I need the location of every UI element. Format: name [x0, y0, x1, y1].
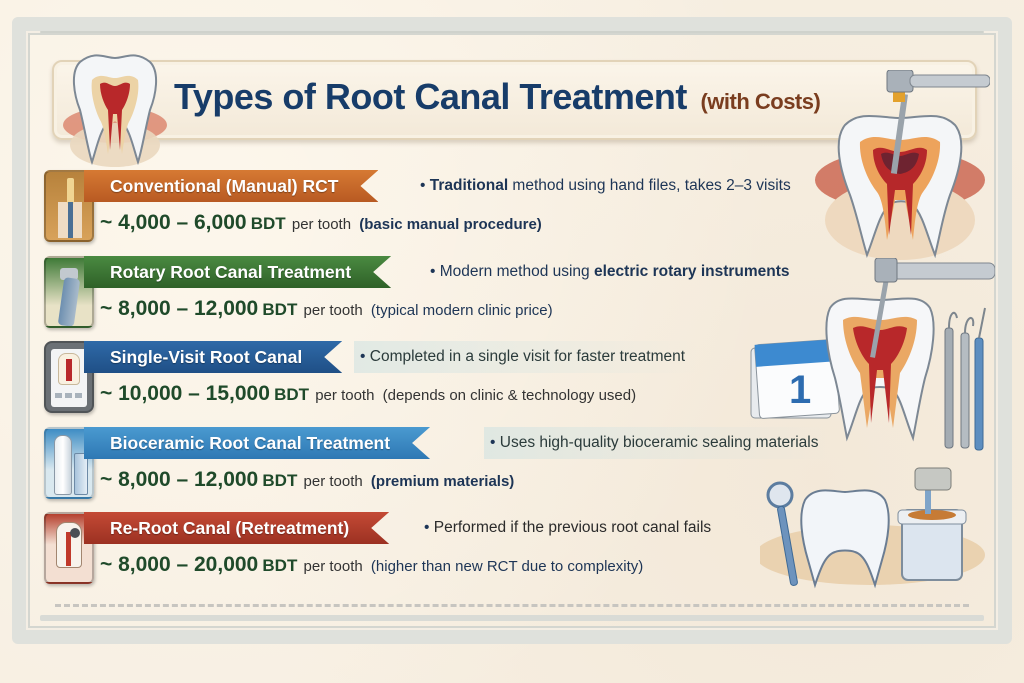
- treatment-price-line: ~ 8,000 – 12,000 BDT per tooth (typical …: [100, 294, 553, 324]
- price-unit: per tooth: [315, 387, 375, 404]
- bioceramic-vials-icon: [44, 427, 94, 499]
- price-range: ~ 10,000 – 15,000: [100, 382, 270, 405]
- price-range: ~ 8,000 – 12,000: [100, 297, 259, 320]
- price-note: (premium materials): [370, 473, 515, 490]
- bullet: •: [420, 177, 426, 194]
- bullet: •: [430, 263, 436, 280]
- price-note: (basic manual procedure): [359, 216, 542, 233]
- description-bold: Traditional: [429, 177, 509, 194]
- price-unit: per tooth: [303, 558, 363, 575]
- treatment-name-ribbon: Rotary Root Canal Treatment: [84, 256, 391, 288]
- treatment-description: • Modern method using electric rotary in…: [424, 256, 802, 288]
- title-subtitle: (with Costs): [700, 89, 821, 114]
- treatment-name-ribbon: Bioceramic Root Canal Treatment: [84, 427, 430, 459]
- currency: BDT: [262, 300, 298, 319]
- description-text: method using hand files, takes 2–3 visit…: [508, 177, 791, 194]
- treatment-row-retreatment: Re-Root Canal (Retreatment) • Performed …: [44, 508, 764, 588]
- price-note: (depends on clinic & technology used): [382, 387, 637, 404]
- treatment-row-single-visit: Single-Visit Root Canal • Completed in a…: [44, 337, 764, 417]
- description-text: Uses high-quality bioceramic sealing mat…: [499, 434, 819, 451]
- tooth-drill-illustration-icon: [815, 70, 990, 260]
- treatment-name: Re-Root Canal (Retreatment): [110, 518, 350, 538]
- currency: BDT: [262, 471, 298, 490]
- dental-instruments-icon: [944, 307, 986, 451]
- material-jar-icon: [897, 467, 967, 581]
- description-text: Completed in a single visit for faster t…: [369, 348, 686, 365]
- treatment-row-conventional: Conventional (Manual) RCT • Traditional …: [44, 166, 791, 246]
- title-main: Types of Root Canal Treatment: [174, 76, 687, 117]
- treatment-description: • Performed if the previous root canal f…: [418, 512, 723, 544]
- treatment-name: Bioceramic Root Canal Treatment: [110, 433, 391, 453]
- decorative-frame: [12, 17, 1012, 644]
- price-unit: per tooth: [303, 302, 363, 319]
- treatment-price-line: ~ 8,000 – 20,000 BDT per tooth (higher t…: [100, 550, 643, 580]
- treatment-name-ribbon: Re-Root Canal (Retreatment): [84, 512, 389, 544]
- price-note: (typical modern clinic price): [370, 302, 553, 319]
- treatment-row-bioceramic: Bioceramic Root Canal Treatment • Uses h…: [44, 423, 831, 503]
- currency: BDT: [274, 385, 310, 404]
- treatment-description: • Traditional method using hand files, t…: [414, 170, 803, 202]
- price-range: ~ 8,000 – 12,000: [100, 468, 259, 491]
- bullet: •: [424, 519, 430, 536]
- treatment-name-ribbon: Single-Visit Root Canal: [84, 341, 342, 373]
- treatment-name: Conventional (Manual) RCT: [110, 176, 339, 196]
- treatment-price-line: ~ 10,000 – 15,000 BDT per tooth (depends…: [100, 379, 636, 409]
- dashed-divider: [55, 604, 969, 607]
- hand-file-icon: [44, 170, 94, 242]
- dental-mirror-icon: [766, 481, 798, 586]
- treatment-name: Single-Visit Root Canal: [110, 347, 303, 367]
- rotary-handpiece-icon: [44, 256, 94, 328]
- treatment-price-line: ~ 4,000 – 6,000 BDT per tooth (basic man…: [100, 208, 542, 238]
- currency: BDT: [262, 556, 298, 575]
- calendar-icon: 1: [750, 339, 840, 419]
- svg-text:1: 1: [789, 368, 811, 412]
- treatment-name-ribbon: Conventional (Manual) RCT: [84, 170, 378, 202]
- treatment-description: • Uses high-quality bioceramic sealing m…: [484, 427, 831, 459]
- treatment-name: Rotary Root Canal Treatment: [110, 262, 352, 282]
- tooth-cross-section-icon: [63, 54, 167, 167]
- treatment-description: • Completed in a single visit for faster…: [354, 341, 698, 373]
- price-unit: per tooth: [291, 216, 352, 233]
- description-text: Modern method using: [439, 263, 594, 280]
- treatment-row-rotary: Rotary Root Canal Treatment • Modern met…: [44, 252, 790, 332]
- bullet: •: [360, 348, 366, 365]
- page-title: Types of Root Canal Treatment (with Cost…: [174, 76, 821, 118]
- bullet: •: [490, 434, 496, 451]
- description-bold: electric rotary instruments: [593, 263, 790, 280]
- price-range: ~ 4,000 – 6,000: [100, 211, 247, 234]
- frame-top-line: [40, 31, 984, 33]
- frame-bottom-line: [40, 615, 984, 621]
- bioceramic-illustration-icon: [760, 467, 985, 589]
- currency: BDT: [250, 214, 286, 233]
- price-note: (higher than new RCT due to complexity): [370, 558, 644, 575]
- price-unit: per tooth: [303, 473, 363, 490]
- description-text: Performed if the previous root canal fai…: [433, 519, 712, 536]
- title-banner: [52, 60, 977, 140]
- price-range: ~ 8,000 – 20,000: [100, 553, 259, 576]
- treatment-price-line: ~ 8,000 – 12,000 BDT per tooth (premium …: [100, 465, 514, 495]
- single-visit-illustration-icon: 1: [750, 258, 995, 451]
